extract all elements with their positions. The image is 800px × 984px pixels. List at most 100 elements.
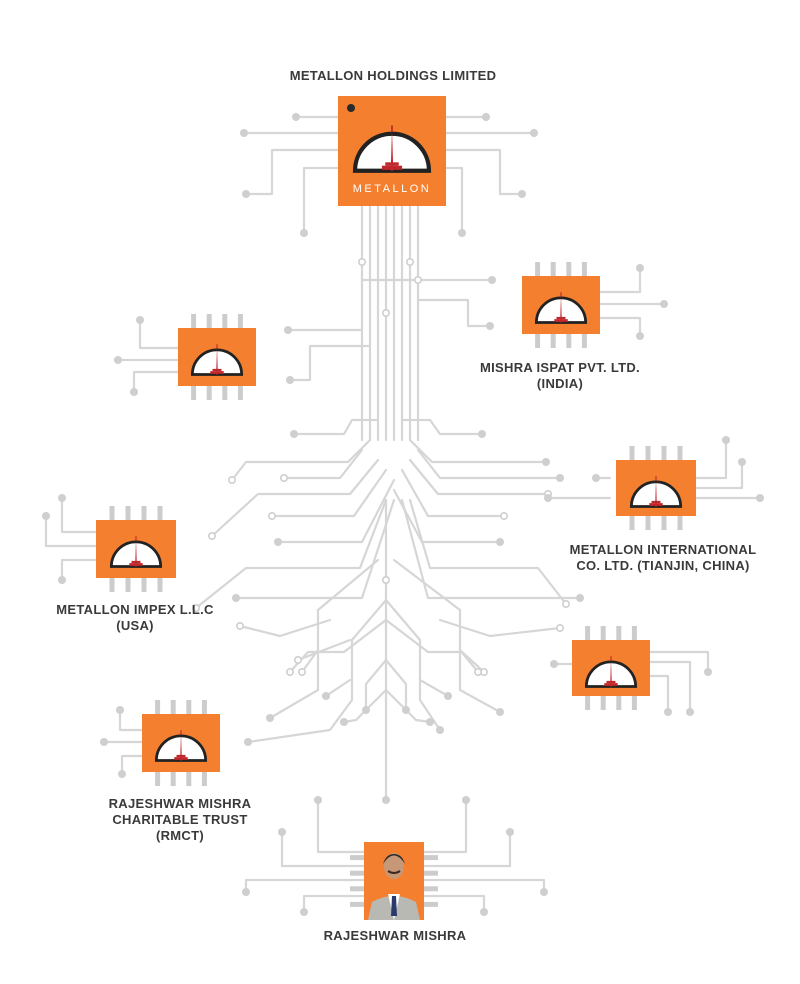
circuit-trace (694, 460, 744, 490)
circuit-trace (296, 638, 352, 662)
circuit-trace (598, 316, 642, 338)
trace-pad (292, 113, 300, 121)
trace-pad (436, 726, 444, 734)
circuit-trace (416, 298, 492, 328)
label-line: METALLON HOLDINGS LIMITED (289, 68, 497, 83)
trace-pad-hollow (208, 531, 217, 540)
trace-pad (232, 594, 240, 602)
trace-pad-hollow (473, 667, 482, 676)
chip-rmct (142, 700, 220, 786)
circuit-trace (408, 458, 550, 496)
circuit-trace (648, 674, 670, 714)
chip-dot (347, 104, 355, 112)
circuit-trace (384, 658, 408, 712)
circuit-trace (458, 648, 480, 674)
trace-pad-hollow (357, 257, 366, 266)
trace-pad (136, 316, 144, 324)
label-metallon-holdings: METALLON HOLDINGS LIMITED (230, 68, 556, 84)
trace-pad (496, 538, 504, 546)
circuit-trace (400, 418, 484, 436)
circuit-trace (302, 166, 340, 235)
trace-pad (114, 356, 122, 364)
trace-pad-hollow (293, 655, 302, 664)
trace-pad (116, 706, 124, 714)
trace-pad (518, 190, 526, 198)
trace-pad (300, 229, 308, 237)
trace-pad (240, 129, 248, 137)
trace-pad (244, 738, 252, 746)
circuit-trace (118, 708, 144, 732)
circuit-trace (438, 618, 562, 638)
circuit-trace (234, 498, 396, 600)
chip-unlabeled-right (572, 626, 650, 710)
circuit-trace (422, 830, 512, 868)
label-line: RAJESHWAR MISHRA (108, 796, 252, 811)
circuit-trace (324, 678, 352, 698)
circuit-trace (120, 754, 144, 776)
trace-pad (242, 888, 250, 896)
trace-pad-hollow (381, 308, 390, 317)
trace-pad (300, 908, 308, 916)
circuit-trace (132, 370, 180, 394)
circuit-trace (238, 618, 332, 638)
trace-pad (686, 708, 694, 716)
trace-pad (636, 332, 644, 340)
trace-pad-hollow (279, 473, 288, 482)
circuit-trace (400, 498, 582, 600)
circuit-trace (364, 658, 388, 712)
trace-pad (462, 796, 470, 804)
trace-pad (704, 668, 712, 676)
trace-pad (664, 708, 672, 716)
trace-pad (738, 458, 746, 466)
trace-pad-hollow (561, 599, 570, 608)
circuit-trace (282, 448, 364, 480)
trace-pad (362, 706, 370, 714)
chip-metallon-international (616, 446, 696, 530)
trace-pad-hollow (499, 511, 508, 520)
trace-pad (458, 229, 466, 237)
trace-pad (540, 888, 548, 896)
circuit-trace (246, 598, 388, 744)
trace-pad-hollow (381, 575, 390, 584)
trace-pad-hollow (285, 667, 294, 676)
trace-pad (722, 436, 730, 444)
trace-pad (544, 494, 552, 502)
trace-pad (278, 828, 286, 836)
circuit-trace (194, 498, 388, 610)
trace-pad (242, 190, 250, 198)
circuit-pads (42, 113, 764, 916)
trace-pad-hollow (267, 511, 276, 520)
label-line: METALLON IMPEX L.L.C (56, 602, 214, 617)
trace-pad (482, 113, 490, 121)
trace-pad (100, 738, 108, 746)
circuit-trace (422, 798, 468, 854)
label-rajeshwar-mishra: RAJESHWAR MISHRA (290, 928, 500, 944)
trace-pad (58, 494, 66, 502)
circuit-trace (648, 650, 710, 674)
circuit-trace (44, 514, 98, 548)
circuit-trace (276, 478, 396, 544)
trace-pad (322, 692, 330, 700)
circuit-trace (422, 878, 546, 894)
circuit-trace (422, 894, 486, 914)
brand-text: METALLON (353, 183, 431, 195)
chip-unlabeled-left (178, 314, 256, 400)
circuit-trace (408, 498, 568, 606)
trace-pad (130, 388, 138, 396)
label-line: (INDIA) (536, 376, 584, 391)
trace-pad (506, 828, 514, 836)
trace-pad (486, 322, 494, 330)
chip-metallon-impex (96, 506, 176, 592)
trace-pad (426, 718, 434, 726)
circuit-trace (244, 878, 366, 894)
circuit-trace (210, 458, 380, 538)
label-line: CHARITABLE TRUST (112, 812, 248, 827)
circuit-trace (270, 468, 388, 518)
trace-pad (480, 908, 488, 916)
trace-pad (340, 718, 348, 726)
circuit-traces (44, 115, 762, 914)
label-line: MISHRA ISPAT PVT. LTD. (480, 360, 640, 375)
label-metallon-impex: METALLON IMPEX L.L.C (USA) (40, 602, 230, 634)
trace-pad (274, 538, 282, 546)
chip-mishra-ispat (522, 262, 600, 348)
